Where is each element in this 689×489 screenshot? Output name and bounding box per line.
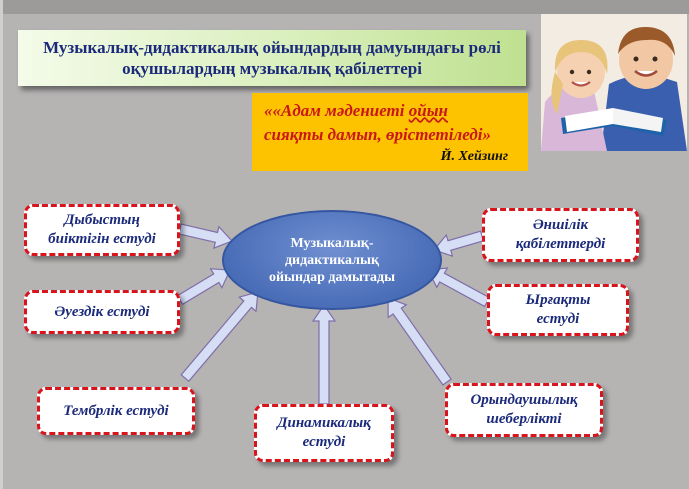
quote-author: Й. Хейзинг <box>440 149 508 164</box>
node-rhythm-line-1: Ырғақты <box>525 292 591 308</box>
children-reading-photo <box>541 14 687 151</box>
node-dynamic-hearing: Динамикалық естуді <box>254 404 394 462</box>
center-ellipse: Музыкалық- дидактикалық ойындар дамытады <box>222 210 442 310</box>
node-performance-line-1: Орындаушылық <box>470 392 578 408</box>
node-singing-abilities: Әншілік қабілеттерді <box>482 208 639 262</box>
center-line-2: дидактикалық <box>284 252 380 268</box>
node-melodic-hearing: Әуездік естуді <box>24 290 180 334</box>
arrow-from-dynamics <box>311 303 337 405</box>
quote-line-1: ««Адам мәдениеті ойын <box>264 101 448 121</box>
node-timbre-line-1: Тембрлік естуді <box>63 402 169 419</box>
node-pitch-line-1: Дыбыстың <box>64 212 140 228</box>
arrow-from-pitch <box>178 223 234 250</box>
center-line-3: ойындар дамытады <box>268 269 396 285</box>
center-line-1: Музыкалық- <box>290 235 374 251</box>
arrow-from-singing <box>432 230 485 258</box>
quote-highlight-word: ойын <box>408 101 448 120</box>
quote-line-2: сияқты дамып, өрістетіледі» <box>264 125 492 144</box>
node-performance-line-2: шеберлікті <box>486 411 562 427</box>
quote-box: ««Адам мәдениеті ойын сияқты дамып, өріс… <box>252 93 528 171</box>
node-dynamics-line-2: естуді <box>302 434 346 450</box>
arrow-from-melody <box>176 268 231 306</box>
top-strip <box>0 0 689 14</box>
title-line-2: оқушылардың музыкалық қабілеттері <box>122 59 422 78</box>
node-rhythm-hearing: Ырғақты естуді <box>487 284 629 336</box>
children-reading-image <box>541 14 687 151</box>
title-line-1: Музыкалық-дидактикалық ойындардың дамуын… <box>43 38 501 57</box>
title-box: Музыкалық-дидактикалық ойындардың дамуын… <box>18 30 526 86</box>
node-rhythm-line-2: естуді <box>536 311 580 327</box>
left-border <box>0 0 3 489</box>
quote-line-1-text: ««Адам мәдениеті <box>264 101 409 120</box>
node-pitch-line-2: биіктігін естуді <box>48 231 156 247</box>
arrow-from-timbre <box>180 291 259 383</box>
node-dynamics-line-1: Динамикалық <box>277 415 371 431</box>
node-singing-line-2: қабілеттерді <box>515 236 606 252</box>
node-timbre-hearing: Тембрлік естуді <box>37 387 195 435</box>
node-melody-line-1: Әуездік естуді <box>54 303 150 320</box>
node-performance-skill: Орындаушылық шеберлікті <box>445 383 603 437</box>
node-singing-line-1: Әншілік <box>532 217 589 233</box>
arrow-from-performance <box>387 297 452 386</box>
node-pitch-hearing: Дыбыстың биіктігін естуді <box>24 204 180 256</box>
